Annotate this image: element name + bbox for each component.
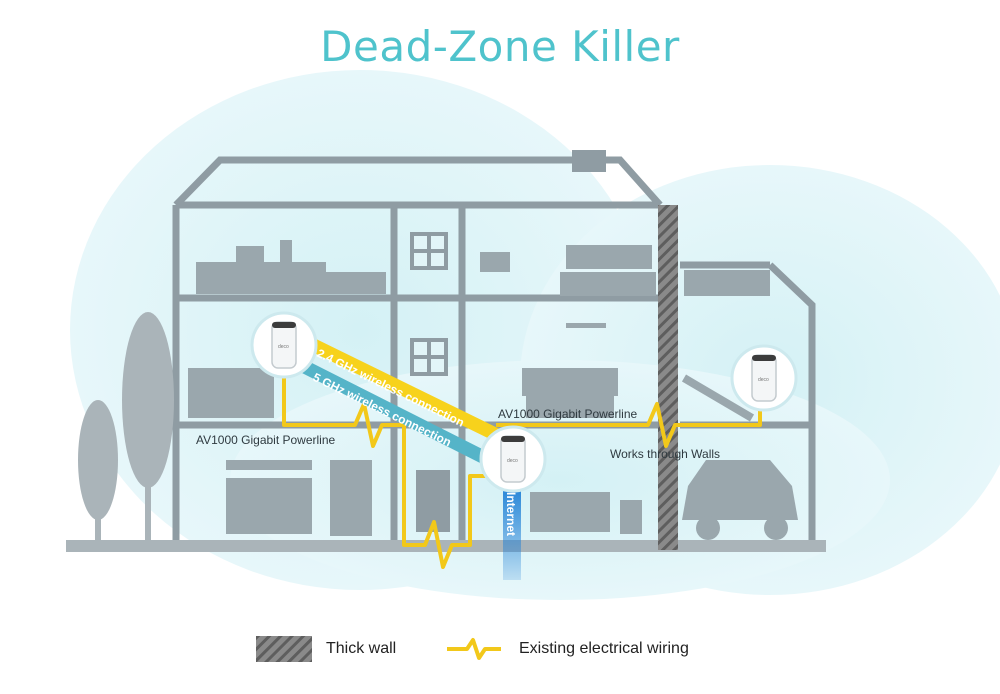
car-wheel-left xyxy=(696,516,720,540)
wiring-swatch-icon xyxy=(447,638,501,660)
garage-shelf xyxy=(684,270,770,296)
svg-text:deco: deco xyxy=(278,344,289,350)
deco-unit-garage: deco xyxy=(730,344,798,412)
powerline-left-label: AV1000 Gigabit Powerline xyxy=(196,433,336,447)
internet-cable xyxy=(503,480,521,580)
svg-text:deco: deco xyxy=(758,377,769,383)
deco-unit-main: deco xyxy=(479,425,547,493)
window-panes xyxy=(414,236,444,372)
legend-thick-wall-label: Thick wall xyxy=(326,640,397,657)
legend-thick-wall: Thick wall xyxy=(256,634,396,664)
powerline-wiring xyxy=(282,376,762,569)
diagram-title: Dead-Zone Killer xyxy=(320,22,680,71)
legend-wiring-label: Existing electrical wiring xyxy=(519,640,689,657)
ground xyxy=(66,540,826,552)
house-structure xyxy=(172,150,816,550)
svg-text:deco: deco xyxy=(507,458,518,464)
car-wheel-right xyxy=(764,516,788,540)
deco-unit-upstairs: deco xyxy=(250,311,318,379)
works-through-walls-label: Works through Walls xyxy=(610,447,720,461)
internet-label: Internet xyxy=(504,492,518,536)
wifi-24-band xyxy=(300,336,510,444)
lounge-chair xyxy=(681,374,755,422)
trees xyxy=(78,312,174,542)
thick-wall-swatch xyxy=(256,636,312,662)
car xyxy=(682,460,798,520)
wifi-5-band xyxy=(296,360,500,468)
furniture xyxy=(188,240,656,536)
legend-wiring: Existing electrical wiring xyxy=(445,634,689,664)
thick-wall xyxy=(658,205,678,550)
powerline-right-label: AV1000 Gigabit Powerline xyxy=(498,407,638,421)
